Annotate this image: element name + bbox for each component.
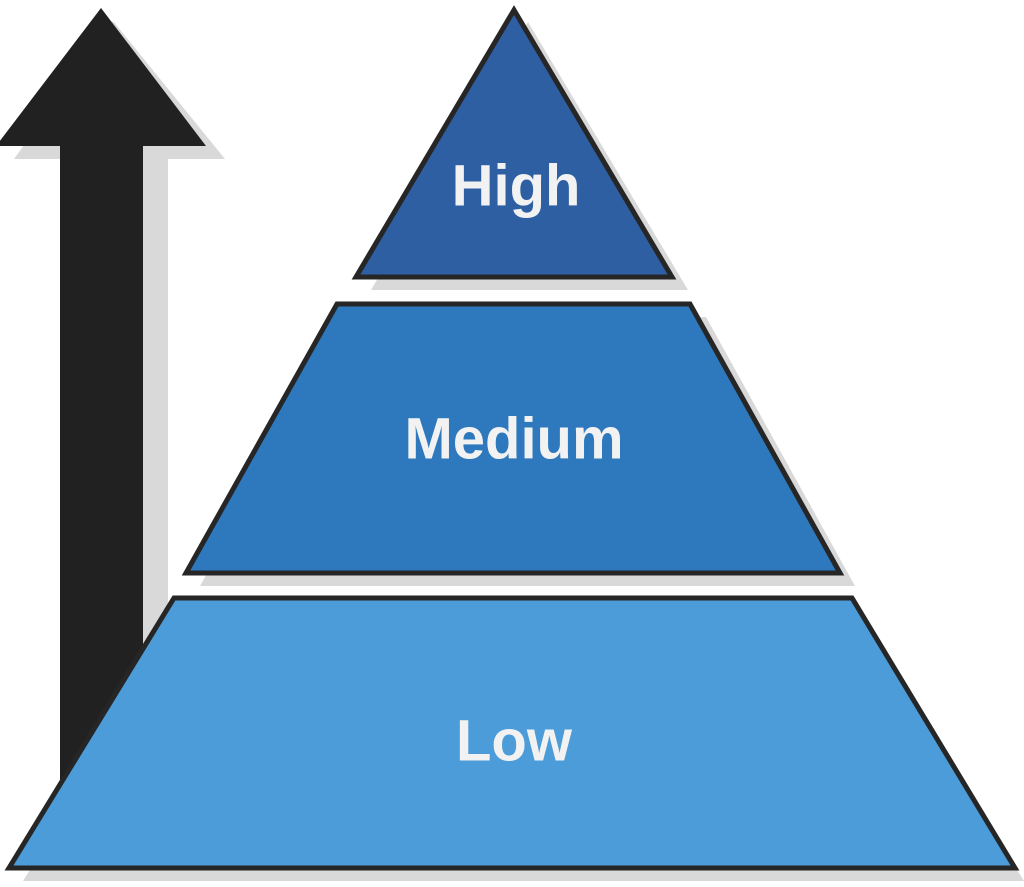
tier-medium[interactable]: Medium — [181, 301, 845, 576]
low-tier-shape[interactable] — [4, 595, 1020, 871]
up-arrow-shape — [0, 8, 206, 805]
up-arrow — [0, 8, 206, 805]
high-tier-label: High — [452, 153, 581, 218]
medium-tier-label: Medium — [404, 406, 623, 471]
medium-tier-shape[interactable] — [181, 301, 845, 576]
high-tier-shape[interactable] — [351, 5, 677, 280]
tier-low[interactable]: Low — [4, 595, 1020, 871]
tier-high[interactable]: High — [351, 5, 677, 280]
low-tier-label: Low — [456, 708, 573, 773]
